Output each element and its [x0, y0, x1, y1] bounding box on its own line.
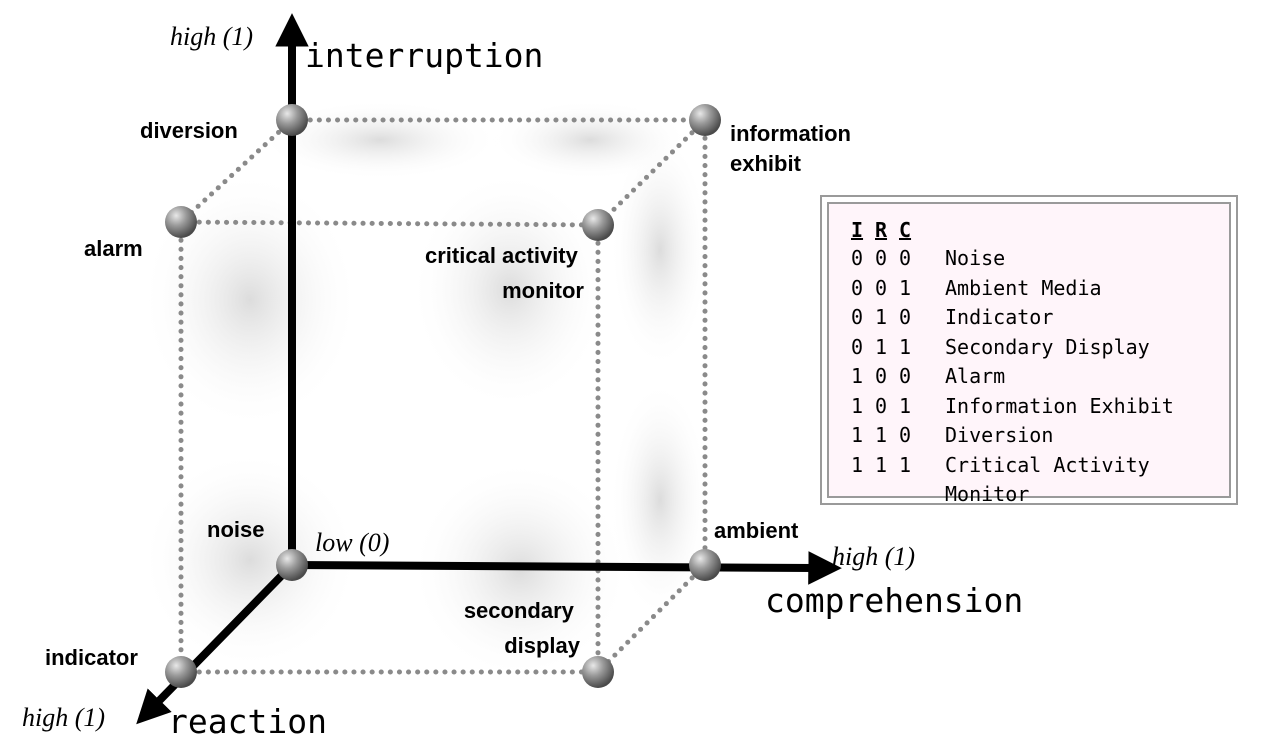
legend-code-bit: 0 [851, 246, 864, 270]
comprehension-axis-label: comprehension [765, 581, 1023, 620]
legend-code-bit: 0 [899, 364, 912, 388]
legend-code-bit: 0 [875, 275, 888, 300]
legend-header-c: C [899, 218, 912, 242]
comprehension-axis [291, 551, 842, 585]
legend-code-bit: 0 [851, 334, 864, 359]
legend-name: Diversion [945, 423, 1054, 447]
face-shading [140, 100, 710, 680]
vertex-alarm [165, 206, 197, 238]
legend-code-bit: 0 [899, 423, 912, 447]
comprehension-high-label: high (1) [832, 542, 915, 571]
legend-code-bit: 0 [875, 246, 888, 270]
legend-code-bit: 0 [899, 246, 912, 270]
legend-code-bit: 0 [899, 305, 912, 329]
reaction-high-label: high (1) [22, 703, 105, 732]
label-critical-activity-monitor: critical activity monitor [425, 243, 584, 303]
legend-name: Critical Activity [945, 452, 1150, 477]
vertex-secondary-display [582, 656, 614, 688]
legend-code-bit: 1 [899, 452, 912, 477]
legend-code-bit: 0 [875, 393, 888, 418]
legend-name: Monitor [945, 482, 1030, 506]
legend-code-bit: 1 [875, 452, 888, 477]
vertex-spheres [165, 104, 721, 688]
legend-code-bit: 1 [851, 452, 864, 477]
legend-name: Information Exhibit [945, 393, 1174, 418]
label-secondary-display: secondary display [464, 598, 581, 658]
legend-code-bit: 1 [851, 393, 864, 418]
label-information-line1: information [730, 121, 851, 146]
legend-name: Indicator [945, 305, 1054, 329]
legend-header-i: I [851, 218, 864, 242]
legend-row: Monitor [851, 480, 1029, 509]
label-diversion: diversion [140, 118, 238, 143]
legend-code-bit: 1 [899, 393, 912, 418]
legend-code-bit: 1 [851, 423, 864, 447]
legend-code-bit: 1 [851, 364, 864, 388]
legend-code-bit: 1 [875, 423, 888, 447]
legend-code-bit: 1 [899, 334, 912, 359]
label-noise: noise [207, 517, 264, 542]
legend-name: Alarm [945, 364, 1006, 388]
legend-name: Noise [945, 246, 1006, 270]
label-ambient: ambient [714, 518, 799, 543]
legend-code-bit: 0 [875, 364, 888, 388]
label-information-line2: exhibit [730, 151, 802, 176]
label-indicator: indicator [45, 645, 138, 670]
legend-code-bit: 0 [851, 305, 864, 329]
vertex-critical-activity-monitor [582, 209, 614, 241]
label-alarm: alarm [84, 236, 143, 261]
legend-name: Ambient Media [945, 275, 1102, 300]
cube-edges [178, 117, 708, 675]
legend-code-bit: 0 [851, 275, 864, 300]
legend-code-bit: 1 [875, 305, 888, 329]
vertex-ambient [689, 549, 721, 581]
vertex-diversion [276, 104, 308, 136]
label-secondary-line1: secondary [464, 598, 575, 623]
legend-code [851, 480, 945, 509]
label-information-exhibit: information exhibit [730, 121, 857, 176]
vertex-noise [276, 549, 308, 581]
reaction-axis-label: reaction [168, 702, 327, 741]
legend-header-r: R [875, 218, 888, 242]
legend-code-bit: 1 [875, 334, 888, 359]
label-secondary-line2: display [504, 633, 581, 658]
interruption-axis-label: interruption [305, 36, 543, 75]
origin-low-label: low (0) [315, 528, 389, 557]
vertex-information-exhibit [689, 104, 721, 136]
legend-code-bit: 1 [899, 275, 912, 300]
legend-name: Secondary Display [945, 334, 1150, 359]
interruption-high-label: high (1) [170, 22, 253, 51]
vertex-indicator [165, 656, 197, 688]
label-critical-line2: monitor [502, 278, 584, 303]
label-critical-line1: critical activity [425, 243, 579, 268]
